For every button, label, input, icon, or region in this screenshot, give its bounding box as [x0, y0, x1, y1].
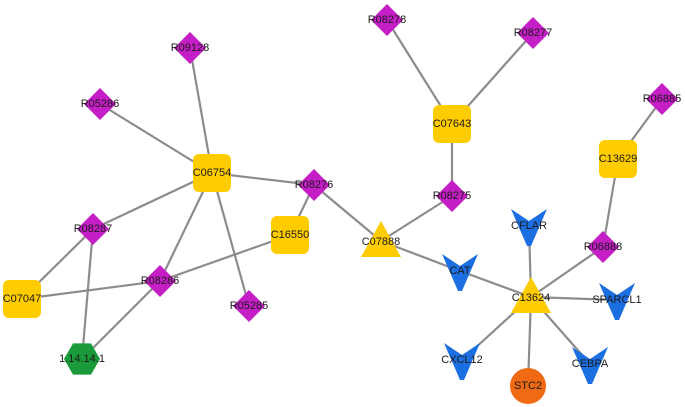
diamond-icon [587, 231, 619, 263]
node-r08278[interactable]: R08278 [368, 4, 407, 36]
node-label: R05285 [230, 300, 269, 312]
node-label: R08286 [141, 275, 180, 287]
node-label: C07047 [3, 293, 42, 305]
edge-r06888-c13624 [530, 246, 604, 298]
node-label: STC2 [514, 380, 542, 392]
node-label: R08275 [433, 190, 472, 202]
node-label: R08278 [368, 14, 407, 26]
node-c16550[interactable]: C16550 [271, 216, 310, 254]
node-label: CAT [449, 265, 470, 277]
node-label: C16550 [271, 229, 310, 241]
edge-r08286-c07047 [21, 279, 161, 301]
edge-c13624-sparcl1 [530, 295, 618, 302]
node-label: R06888 [584, 241, 623, 253]
triangle-icon [511, 277, 551, 313]
edge-r08287-e1-14-14-1 [80, 228, 95, 360]
diamond-icon [84, 88, 116, 120]
diamond-icon [646, 83, 678, 115]
edge-r08275-c07888 [380, 195, 453, 242]
node-r08275[interactable]: R08275 [433, 180, 472, 212]
node-c07888[interactable]: C07888 [361, 221, 401, 257]
node-label: C07643 [433, 118, 472, 130]
diamond-icon [174, 32, 206, 64]
rounded-square-icon [433, 105, 471, 143]
node-label: C13624 [512, 292, 551, 304]
node-c07643[interactable]: C07643 [433, 105, 472, 143]
edge-c06754-r08287 [92, 172, 213, 230]
edge-r09128-c06754 [188, 47, 214, 174]
node-label: C06754 [193, 167, 232, 179]
node-sparcl1[interactable]: SPARCL1 [592, 283, 642, 320]
circle-icon [510, 368, 546, 404]
node-label: C13629 [599, 153, 638, 165]
node-r09128[interactable]: R09128 [171, 32, 210, 64]
node-c06754[interactable]: C06754 [193, 154, 232, 192]
node-label: CEBPA [572, 358, 609, 370]
node-label: R08277 [514, 27, 553, 39]
node-r08276[interactable]: R08276 [295, 169, 334, 201]
edges-layer [21, 19, 663, 387]
diamond-icon [517, 17, 549, 49]
node-r06885[interactable]: R06885 [643, 83, 682, 115]
node-label: C07888 [362, 236, 401, 248]
node-cebpa[interactable]: CEBPA [572, 347, 609, 384]
edge-cat-c13624 [459, 269, 532, 299]
node-c07047[interactable]: C07047 [3, 280, 42, 318]
node-r05286[interactable]: R05286 [81, 88, 120, 120]
v-arrow-icon [599, 283, 635, 320]
rounded-square-icon [271, 216, 309, 254]
v-arrow-icon [444, 343, 480, 380]
edge-c06754-r05285 [210, 172, 251, 307]
rounded-square-icon [599, 140, 637, 178]
node-label: R05286 [81, 98, 120, 110]
node-r06888[interactable]: R06888 [584, 231, 623, 263]
v-arrow-icon [572, 347, 608, 384]
node-cxcl12[interactable]: CXCL12 [441, 343, 483, 380]
node-e1-14-14-1[interactable]: 1.14.14.1 [59, 343, 105, 375]
node-cflar[interactable]: CFLAR [511, 209, 547, 246]
node-label: SPARCL1 [592, 294, 641, 306]
diamond-icon [77, 213, 109, 245]
node-r05285[interactable]: R05285 [230, 290, 269, 322]
node-r08287[interactable]: R08287 [74, 213, 113, 245]
v-arrow-icon [442, 254, 478, 291]
diamond-icon [144, 265, 176, 297]
node-r08286[interactable]: R08286 [141, 265, 180, 297]
node-r08277[interactable]: R08277 [514, 17, 553, 49]
node-c13624[interactable]: C13624 [511, 277, 551, 313]
edge-c16550-r08286 [159, 233, 291, 283]
node-label: 1.14.14.1 [59, 353, 105, 365]
node-label: R08287 [74, 223, 113, 235]
node-label: CFLAR [511, 220, 547, 232]
node-label: R08276 [295, 179, 334, 191]
node-stc2[interactable]: STC2 [510, 368, 546, 404]
diamond-icon [436, 180, 468, 212]
node-label: R06885 [643, 93, 682, 105]
node-cat[interactable]: CAT [442, 254, 478, 291]
node-label: CXCL12 [441, 354, 483, 366]
diamond-icon [298, 169, 330, 201]
diamond-icon [233, 290, 265, 322]
hexagon-icon [64, 343, 100, 375]
node-label: R09128 [171, 42, 210, 54]
rounded-square-icon [193, 154, 231, 192]
diamond-icon [371, 4, 403, 36]
rounded-square-icon [3, 280, 41, 318]
triangle-icon [361, 221, 401, 257]
v-arrow-icon [511, 209, 547, 246]
edge-r08276-c07888 [313, 184, 382, 242]
node-c13629[interactable]: C13629 [599, 140, 638, 178]
edge-r08286-e1-14-14-1 [81, 280, 161, 360]
